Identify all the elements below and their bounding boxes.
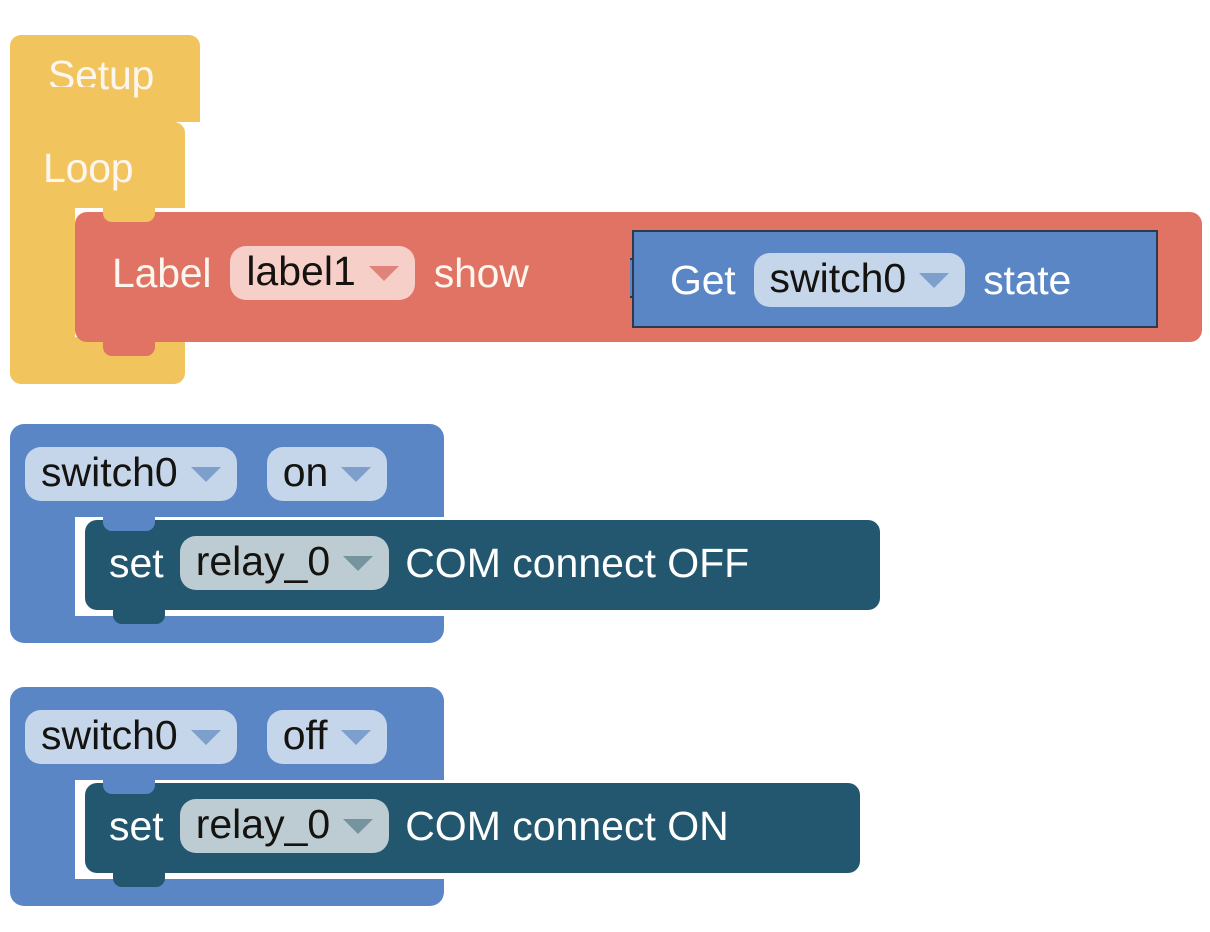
set-relay-on-row: set relay_0 COM connect ON [109, 799, 729, 853]
switch-on-device-dropdown[interactable]: switch0 [25, 447, 237, 501]
switch-on-event-mouth-notch [103, 517, 155, 531]
setup-hat-block[interactable]: Setup [10, 35, 200, 122]
label-name-dropdown-value: label1 [246, 248, 356, 294]
set-relay-off-row: set relay_0 COM connect OFF [109, 536, 749, 590]
set-relay-on-bottom-notch [113, 873, 165, 887]
label-name-dropdown[interactable]: label1 [230, 246, 415, 300]
set-relay-off-dropdown-value: relay_0 [195, 538, 331, 584]
get-state-prefix: Get [670, 256, 736, 303]
setup-block-bottom-notch [40, 87, 92, 100]
switch-off-state-dropdown[interactable]: off [266, 710, 387, 764]
switch-on-device-dropdown-value: switch0 [41, 449, 178, 495]
set-relay-on-suffix: COM connect ON [405, 802, 729, 849]
set-relay-on-block[interactable]: set relay_0 COM connect ON [85, 783, 860, 873]
switch-off-state-dropdown-value: off [282, 712, 328, 758]
chevron-down-icon [343, 818, 374, 834]
get-state-reporter-block[interactable]: Get switch0 state [632, 230, 1158, 328]
switch-on-event-row: switch0 on [25, 447, 388, 501]
switch-on-state-dropdown[interactable]: on [266, 447, 388, 501]
loop-block-mouth-notch [103, 208, 155, 222]
set-relay-off-prefix: set [109, 539, 164, 586]
loop-block-label: Loop [43, 145, 134, 191]
chevron-down-icon [343, 555, 374, 571]
set-relay-off-block[interactable]: set relay_0 COM connect OFF [85, 520, 880, 610]
switch-off-event-row: switch0 off [25, 710, 387, 764]
get-state-row: Get switch0 state [670, 253, 1071, 307]
set-relay-off-suffix: COM connect OFF [405, 539, 750, 586]
get-state-suffix: state [983, 256, 1072, 303]
get-state-device-dropdown[interactable]: switch0 [753, 253, 966, 307]
set-relay-on-dropdown-value: relay_0 [195, 801, 331, 847]
chevron-down-icon [919, 272, 950, 288]
label-show-block-bottom-notch [103, 342, 155, 356]
set-relay-on-dropdown[interactable]: relay_0 [179, 799, 390, 853]
switch-off-event-mouth-notch [103, 780, 155, 794]
chevron-down-icon [190, 729, 221, 745]
chevron-down-icon [341, 466, 372, 482]
get-state-device-dropdown-value: switch0 [769, 255, 907, 301]
switch-off-device-dropdown-value: switch0 [41, 712, 178, 758]
set-relay-off-bottom-notch [113, 610, 165, 624]
chevron-down-icon [190, 466, 221, 482]
label-show-prefix: Label [112, 249, 212, 296]
label-show-suffix: show [433, 249, 529, 296]
label-show-row: Label label1 show [112, 246, 529, 300]
chevron-down-icon [340, 729, 371, 745]
switch-on-state-dropdown-value: on [282, 449, 329, 495]
chevron-down-icon [368, 265, 399, 281]
set-relay-off-dropdown[interactable]: relay_0 [179, 536, 390, 590]
switch-off-device-dropdown[interactable]: switch0 [25, 710, 237, 764]
set-relay-on-prefix: set [109, 802, 164, 849]
puzzle-socket-icon [598, 247, 630, 307]
